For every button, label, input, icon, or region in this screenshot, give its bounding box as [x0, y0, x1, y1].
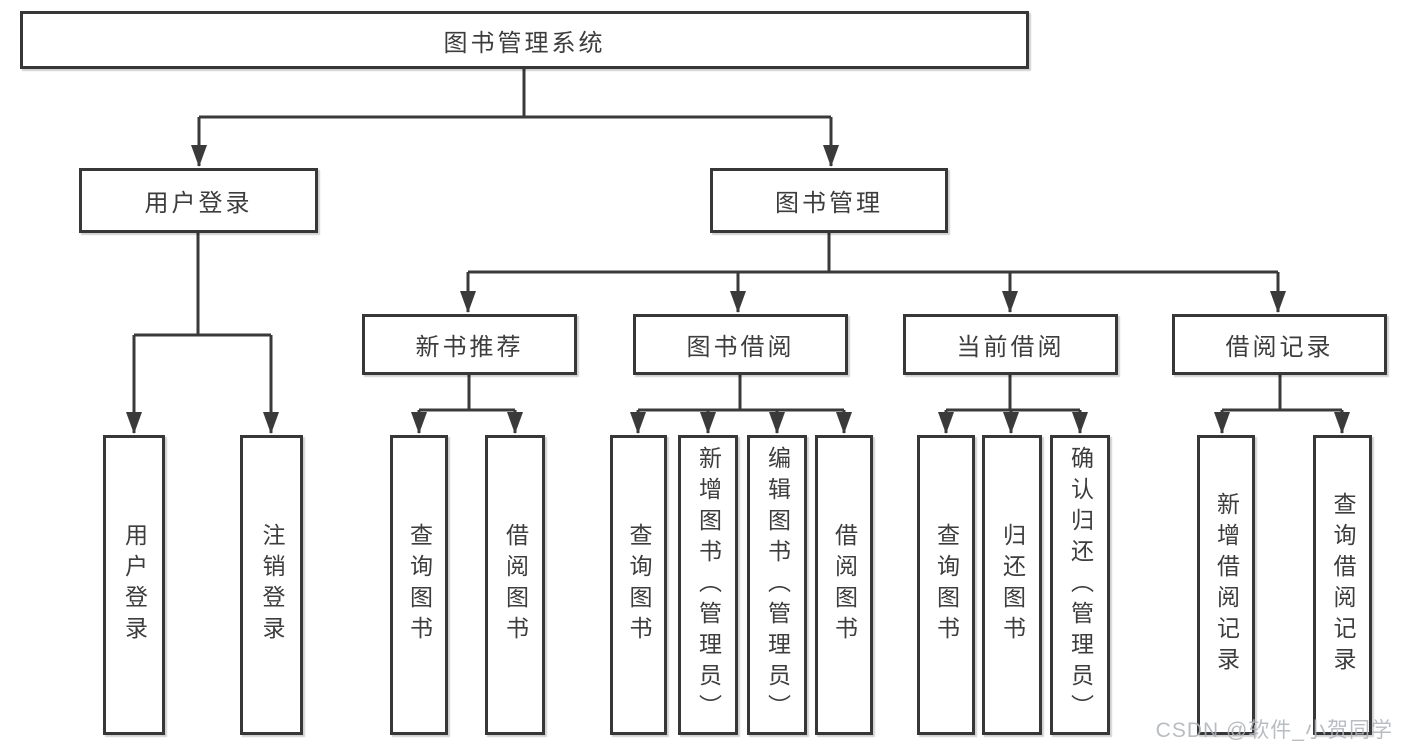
node-br-query-record: 查询借阅记录 [1313, 435, 1372, 735]
node-rec-borrow-books: 借阅图书 [485, 435, 545, 735]
node-cb-return-books: 归还图书 [982, 435, 1042, 735]
node-logout: 注销登录 [240, 435, 303, 735]
node-current-borrowing: 当前借阅 [903, 314, 1118, 375]
node-borrowing-records: 借阅记录 [1172, 314, 1387, 375]
node-user-login-leaf: 用户登录 [103, 435, 165, 735]
node-bb-edit-books-admin: 编辑图书（管理员） [747, 435, 807, 735]
node-bb-query-books: 查询图书 [610, 435, 667, 735]
node-bb-borrow-books: 借阅图书 [815, 435, 873, 735]
node-bb-add-books-admin: 新增图书（管理员） [678, 435, 738, 735]
csdn-watermark: CSDN @软件_小贺同学 [1155, 719, 1393, 742]
node-new-book-recommendation: 新书推荐 [362, 314, 577, 375]
node-user-login: 用户登录 [79, 168, 318, 233]
node-book-management: 图书管理 [710, 168, 948, 233]
node-cb-query-books: 查询图书 [917, 435, 975, 735]
node-cb-confirm-return-admin: 确认归还（管理员） [1050, 435, 1110, 735]
node-rec-query-books: 查询图书 [390, 435, 448, 735]
node-root: 图书管理系统 [20, 11, 1029, 69]
node-br-add-record: 新增借阅记录 [1197, 435, 1255, 735]
node-book-borrowing: 图书借阅 [633, 314, 848, 375]
